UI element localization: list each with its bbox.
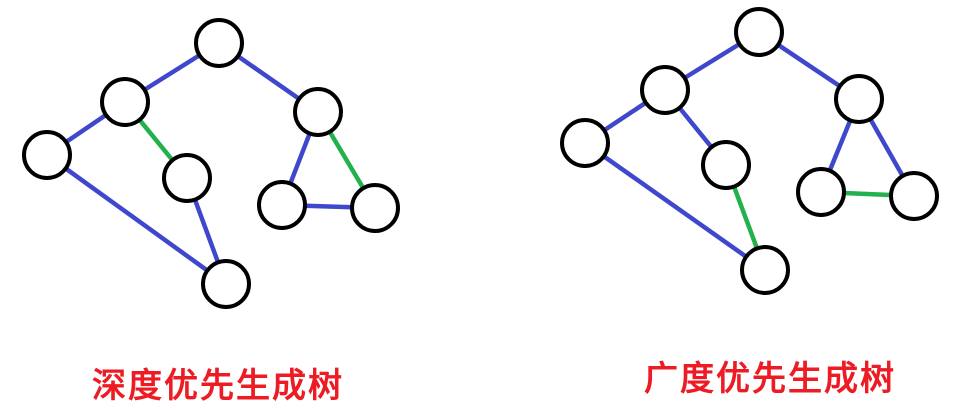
- bfs-node-n2: [640, 65, 690, 115]
- dfs-node-n4: [22, 130, 72, 180]
- bfs-node-n3: [834, 74, 884, 124]
- dfs-node-n3: [293, 87, 343, 137]
- dfs-node-n5: [162, 153, 212, 203]
- bfs-node-n8: [740, 245, 790, 295]
- bfs-node-n1: [734, 7, 784, 57]
- bfs-caption: 广度优先生成树: [644, 359, 896, 399]
- dfs-node-n1: [194, 18, 244, 68]
- bfs-node-n7: [889, 171, 939, 221]
- bfs-node-n5: [701, 140, 751, 190]
- bfs-graph: [560, 7, 939, 295]
- bfs-node-n6: [796, 167, 846, 217]
- dfs-edge-n4-n8: [44, 152, 229, 287]
- dfs-node-n8: [201, 259, 251, 309]
- dfs-node-n7: [350, 183, 400, 233]
- dfs-node-n2: [100, 77, 150, 127]
- dfs-graph: [22, 18, 400, 309]
- bfs-node-n4: [560, 118, 610, 168]
- dfs-node-n6: [257, 180, 307, 230]
- bfs-edge-n4-n8: [582, 140, 768, 273]
- dfs-caption: 深度优先生成树: [92, 366, 344, 406]
